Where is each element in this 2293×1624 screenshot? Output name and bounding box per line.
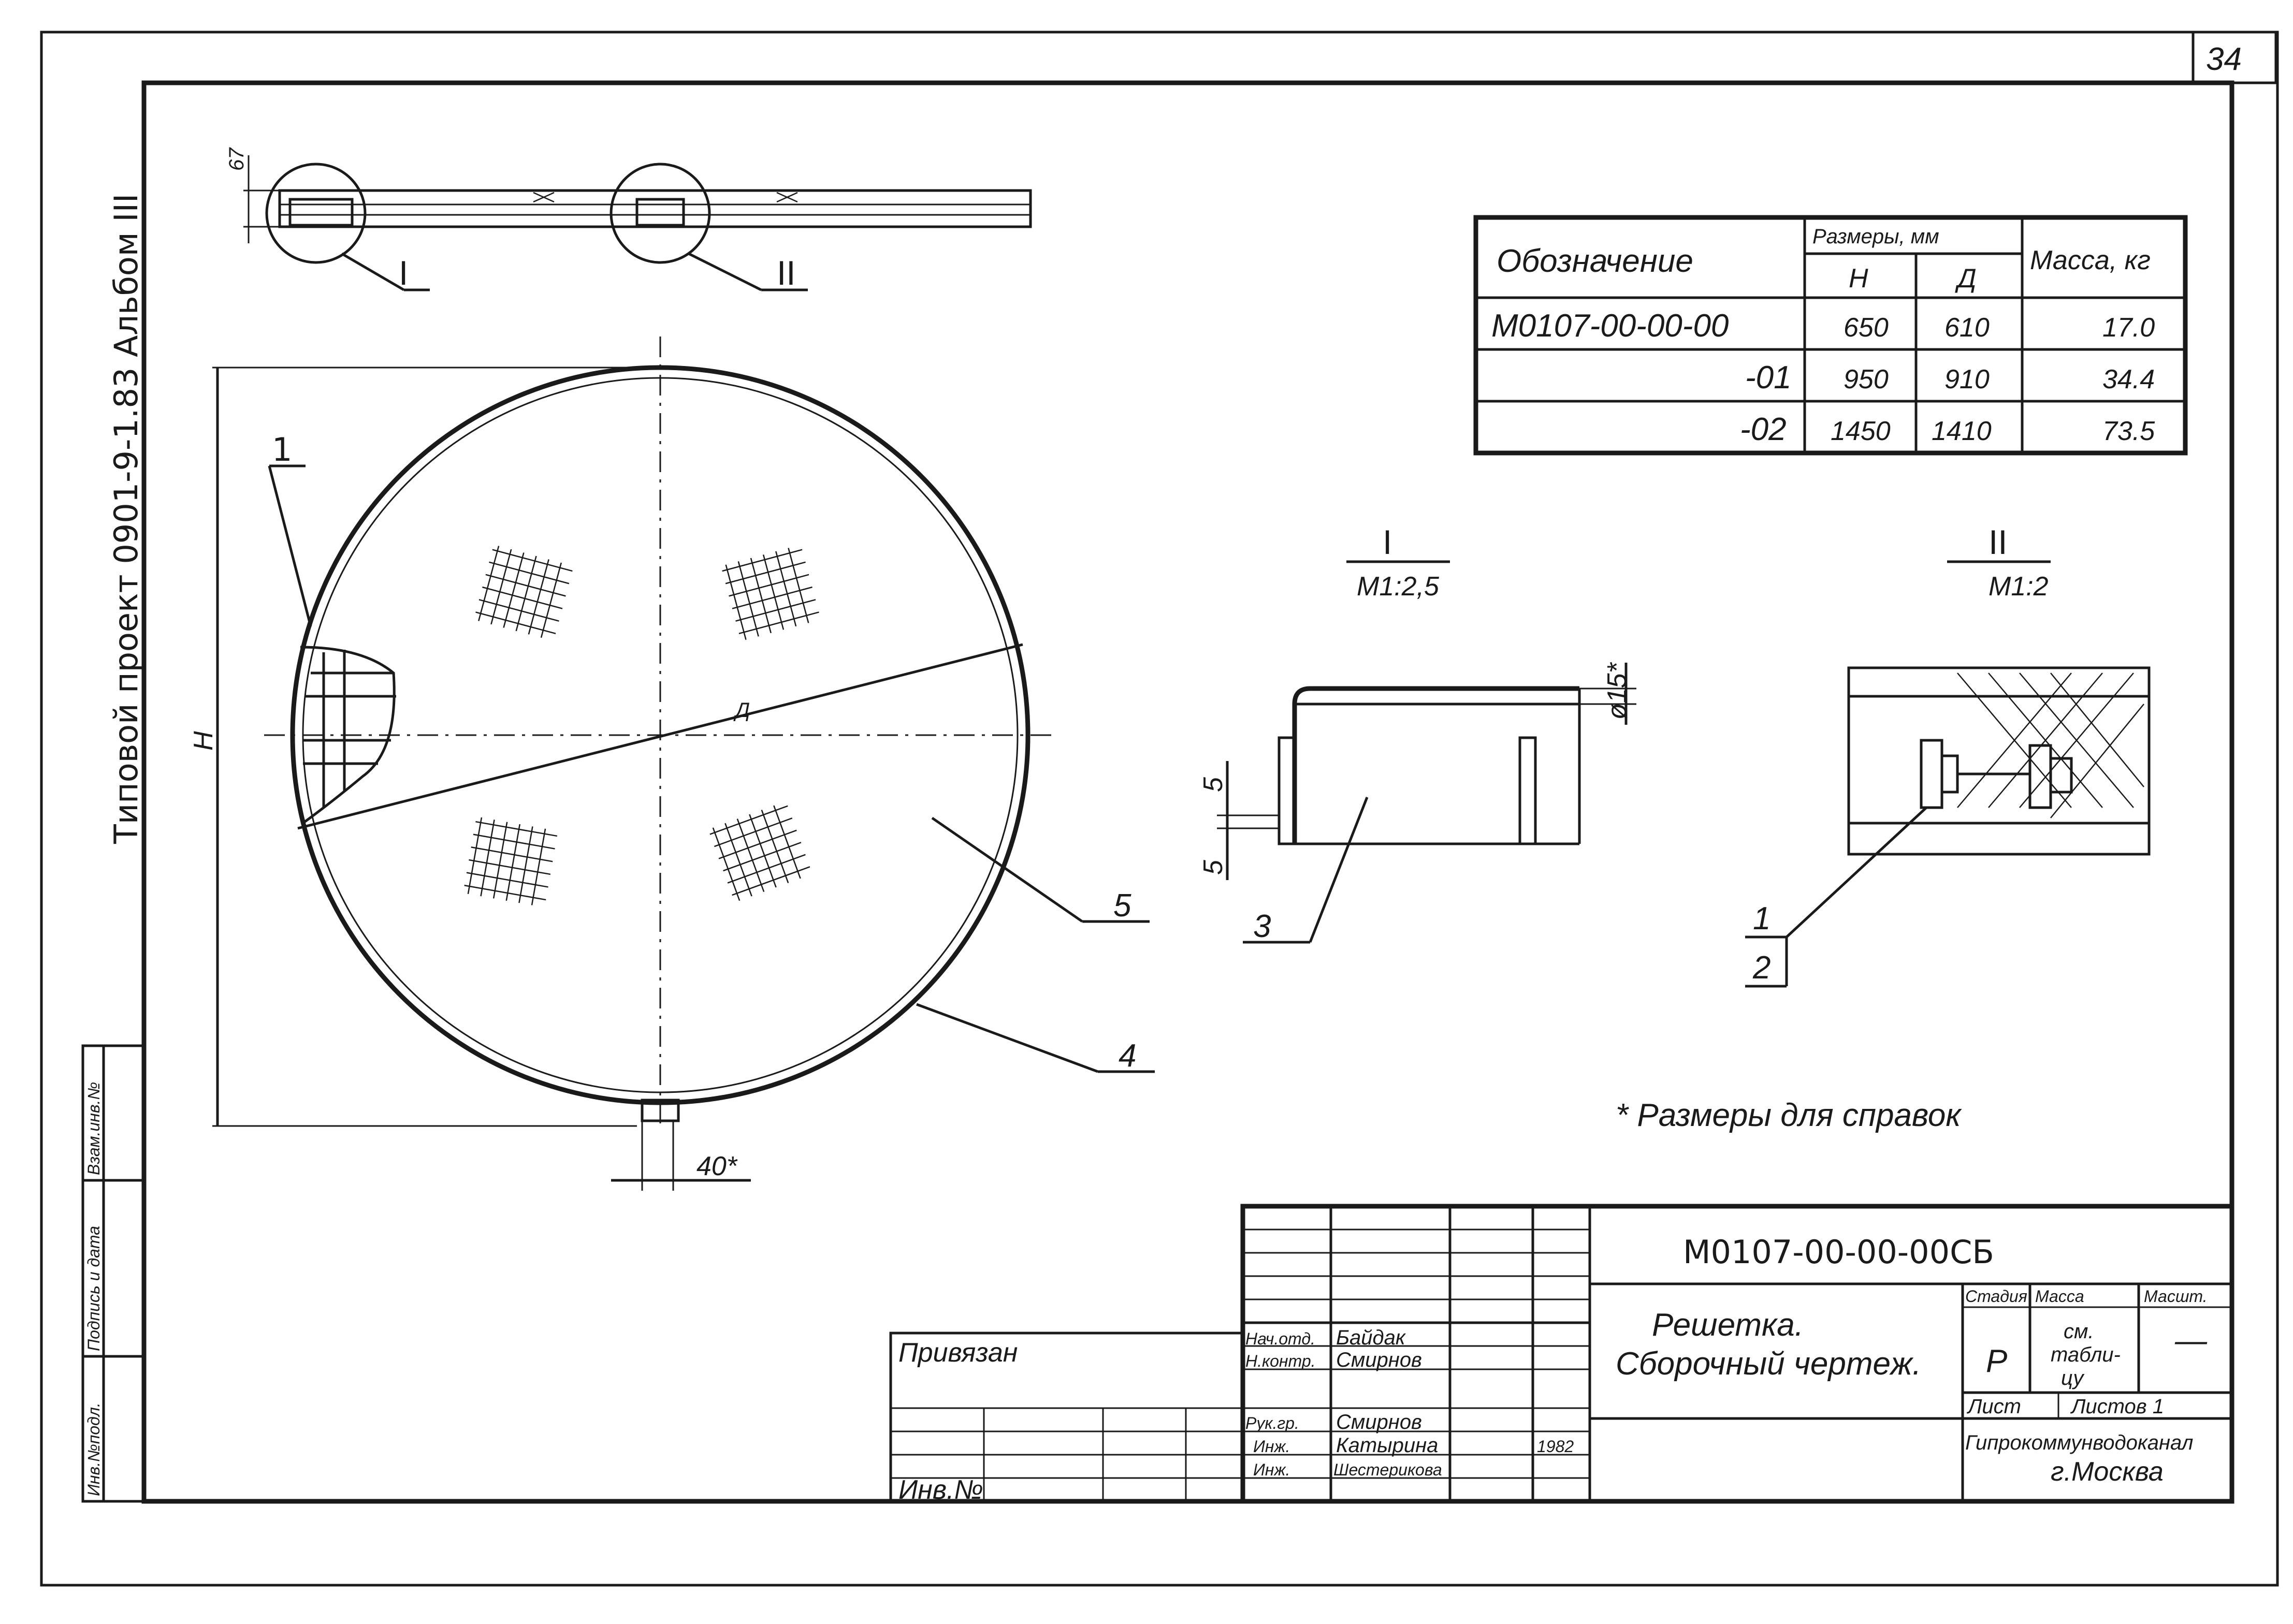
detail-1-scale: М1:2,5 [1357, 572, 1440, 602]
col-designation: Обозначение [1497, 243, 1693, 279]
detail-1-leader: 3 [1253, 909, 1271, 944]
detail-1-title: I [1383, 524, 1392, 562]
row-0-designation: М0107-00-00-00 [1491, 308, 1729, 344]
row-2-designation: -02 [1740, 412, 1787, 447]
tb-name-1: Смирнов [1336, 1349, 1422, 1371]
detail-2-title: II [1989, 524, 2008, 562]
tb-mass-1: см. [2064, 1320, 2094, 1343]
sheet-number: 34 [2206, 41, 2242, 77]
tb-role-3: Инж. [1253, 1437, 1290, 1456]
row-0-h: 650 [1844, 313, 1889, 343]
row-1-designation: -01 [1745, 360, 1792, 396]
tb-org-1: Гипрокоммунводоканал [1965, 1431, 2193, 1454]
strip-inv: Инв.№подл. [84, 1402, 103, 1496]
tb-name-3: Катырина [1336, 1434, 1438, 1457]
tb-role-4: Инж. [1253, 1460, 1290, 1479]
row-2-mass: 73.5 [2102, 416, 2155, 446]
tb-role-2: Рук.гр. [1245, 1414, 1299, 1432]
col-dims-group: Размеры, мм [1812, 225, 1939, 248]
outer-frame [40, 31, 2279, 1587]
side-label: Типовой проект 0901-9-1.83 Альбом III [107, 194, 145, 844]
dim-thickness: 67 [225, 147, 248, 171]
leader-4: 4 [1119, 1038, 1136, 1074]
callout-2: II [777, 255, 796, 292]
tb-name-4: Шестерикова [1333, 1460, 1442, 1479]
tb-mass-2: табли- [2051, 1343, 2121, 1366]
leader-5: 5 [1113, 888, 1131, 924]
mesh-patch-2 [722, 548, 819, 640]
detail-2-leader-bottom: 2 [1752, 950, 1770, 986]
col-d: Д [1955, 264, 1977, 294]
mesh-patch-1 [475, 546, 573, 638]
detail-2-scale: М1:2 [1989, 572, 2049, 602]
tb-name-2-line: Сборочный чертеж. [1616, 1346, 1921, 1382]
main-view: Д H 1 5 [188, 336, 1155, 1191]
dim-diameter: Д [733, 699, 750, 722]
mesh-patch-3 [464, 817, 558, 905]
tb-name-2: Смирнов [1336, 1411, 1422, 1433]
dim-slot: 40* [696, 1151, 738, 1181]
strip-sign: Подпись и дата [84, 1226, 103, 1351]
detail-1-dim-a: 5 [1198, 777, 1228, 792]
row-2-h: 1450 [1831, 416, 1891, 446]
detail-1-dim-b: 5 [1198, 859, 1228, 875]
left-strip: Инв.№подл. Подпись и дата Взам.инв.№ [81, 1044, 146, 1503]
row-1-d: 910 [1944, 364, 1990, 394]
row-0-d: 610 [1944, 313, 1990, 343]
detail-1: I М1:2,5 ø15* 5 5 3 [1198, 524, 1636, 944]
tb-name-1-line: Решетка. [1652, 1307, 1804, 1343]
tb-col-stage: Стадия [1965, 1287, 2027, 1306]
row-2-d: 1410 [1932, 416, 1992, 446]
detail-1-dim-dia: ø15* [1602, 662, 1632, 720]
tb-name-0: Байдак [1336, 1326, 1406, 1349]
tb-col-mass: Масса [2035, 1287, 2084, 1306]
row-1-mass: 34.4 [2102, 364, 2155, 394]
dim-height: H [188, 731, 219, 751]
tb-doc-code: М0107-00-00-00СБ [1683, 1233, 1994, 1271]
tb-scale: — [2174, 1323, 2208, 1358]
tb-sheet: Лист [1966, 1395, 2021, 1418]
tb-role-0: Нач.отд. [1245, 1329, 1315, 1348]
tb-sheets: Листов 1 [2070, 1395, 2164, 1418]
detail-2: II М1:2 1 2 [1745, 524, 2151, 988]
note: * Размеры для справок [1616, 1098, 1962, 1133]
col-h: Н [1849, 264, 1868, 294]
detail-2-leader-top: 1 [1753, 901, 1770, 937]
sheet-number-box [2192, 31, 2277, 84]
callout-1: I [399, 255, 408, 292]
tb-role-1: Н.контр. [1245, 1352, 1316, 1370]
row-1-h: 950 [1844, 364, 1889, 394]
tb-col-scale: Масшт. [2144, 1287, 2208, 1306]
row-0-mass: 17.0 [2102, 313, 2155, 343]
tb-mass-3: цу [2061, 1367, 2085, 1389]
tb-inv: Инв.№ [898, 1475, 983, 1505]
section-mark: 1 [272, 431, 292, 469]
strip-replace: Взам.инв.№ [84, 1082, 103, 1175]
tb-stage: Р [1986, 1343, 2007, 1379]
tb-org-2: г.Москва [2051, 1457, 2164, 1487]
mesh-patch-4 [709, 805, 810, 901]
title-block: Привязан Инв.№ Нач.отд. Байдак Н.контр. … [889, 1204, 2234, 1505]
tb-bound: Привязан [898, 1338, 1018, 1368]
tb-year: 1982 [1537, 1437, 1574, 1456]
col-mass: Масса, кг [2030, 245, 2151, 275]
top-view: I II 67 [225, 147, 1032, 292]
spec-table: Обозначение Размеры, мм Н Д Масса, кг М0… [1473, 215, 2188, 456]
inner-frame [141, 80, 2234, 1504]
